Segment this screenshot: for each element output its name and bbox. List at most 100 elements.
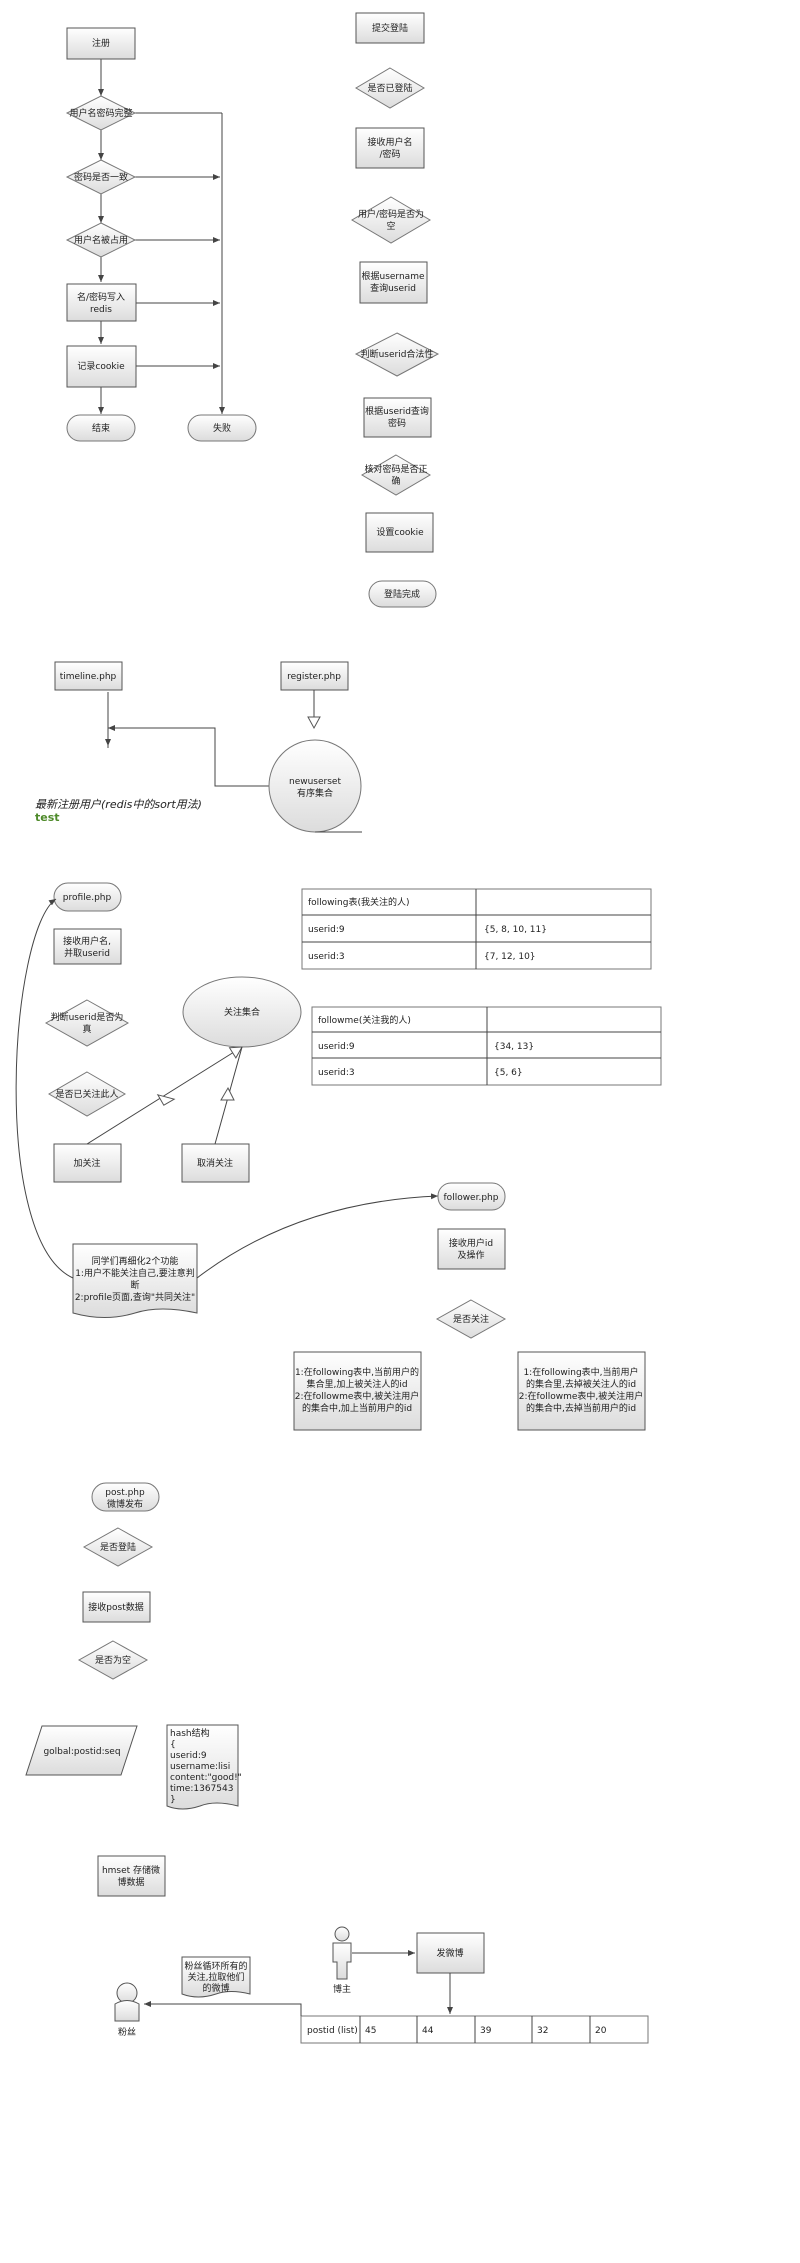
blogger-actor-icon	[332, 1926, 352, 1980]
receive-credentials-label-1: 接收用户名	[367, 136, 412, 148]
followme-row-1-key: userid:9	[318, 1042, 355, 1052]
query-password-label-2: 密码	[388, 417, 406, 429]
followme-row-2-key: userid:3	[318, 1068, 355, 1078]
check-credentials-label: 用户名密码完整	[69, 107, 132, 119]
query-userid-label-1: 根据username	[362, 270, 425, 282]
followme-row-2-val: {5, 6}	[494, 1068, 523, 1078]
postid-value-2: 44	[422, 2026, 434, 2036]
check-username-label: 用户名被占用	[74, 234, 128, 246]
timeline-php-label: timeline.php	[60, 672, 117, 682]
hash-line-2: {	[170, 1740, 176, 1750]
register-php-label: register.php	[287, 672, 341, 682]
follower-section: follower.php 接收用户id 及操作 是否关注 1:在followin…	[293, 1182, 646, 1431]
fan-note-line-2: 关注,拉取他们	[188, 1971, 245, 1983]
push-section: 博主 发微博 postid (list) 45 44 39 32 20 粉丝 粉…	[114, 1926, 649, 2044]
add-follow-label: 加关注	[73, 1157, 100, 1169]
record-cookie-label: 记录cookie	[77, 361, 125, 372]
followme-table: followme(关注我的人) userid:9 {34, 13} userid…	[311, 1006, 662, 1086]
receive-userid-box	[437, 1228, 506, 1270]
follow-action-line-4: 的集合中,加上当前用户的id	[302, 1402, 412, 1414]
end-label: 结束	[92, 422, 110, 434]
record-cookie-box	[66, 345, 137, 388]
hmset-box	[97, 1855, 166, 1897]
post-logged-in-label: 是否登陆	[100, 1541, 136, 1553]
logged-in-diamond	[355, 67, 425, 109]
profile-note-line-4: 2:profile页面,查询"共同关注"	[75, 1291, 195, 1303]
register-start-label: 注册	[92, 37, 110, 49]
set-cookie-label: 设置cookie	[376, 527, 424, 538]
credentials-empty-label-1: 用户/密码是否为	[358, 208, 424, 220]
blogger-label: 博主	[333, 1983, 351, 1995]
postid-value-3: 39	[480, 2026, 492, 2036]
publish-label: 发微博	[436, 1947, 463, 1959]
receive-post-label: 接收post数据	[88, 1601, 143, 1613]
end-terminator	[66, 414, 136, 442]
already-following-diamond	[48, 1071, 126, 1117]
follower-php-terminator	[437, 1182, 506, 1211]
receive-userid-label-1: 接收用户id	[449, 1237, 493, 1249]
follower-php-label: follower.php	[444, 1193, 499, 1203]
fan-note-line-3: 的微博	[202, 1982, 229, 1994]
verify-password-label-1: 核对密码是否正	[364, 463, 427, 475]
check-credentials-diamond	[65, 95, 137, 131]
register-start-box	[66, 27, 136, 60]
profile-php-terminator	[53, 882, 122, 912]
hash-note-shape	[166, 1724, 239, 1810]
timeline-php-box	[54, 661, 123, 691]
fail-terminator	[187, 414, 257, 442]
post-logged-in-diamond	[82, 1527, 154, 1567]
verify-password-diamond	[361, 454, 431, 496]
follow-action-box	[293, 1351, 422, 1431]
newuser-section: timeline.php register.php newuserset 有序集…	[35, 661, 362, 833]
post-php-label-1: post.php	[105, 1488, 145, 1498]
query-userid-label-2: 查询userid	[370, 282, 416, 294]
unfollow-action-line-3: 2:在followme表中,被关注用户	[519, 1390, 643, 1402]
set-cookie-box	[365, 512, 434, 553]
fan-note-line-1: 粉丝循环所有的	[184, 1960, 247, 1972]
hash-line-4: username:lisi	[170, 1762, 230, 1772]
check-password-diamond	[65, 159, 137, 195]
cancel-follow-box	[181, 1143, 250, 1183]
write-redis-box	[66, 283, 137, 322]
following-row-1-key: userid:9	[308, 925, 345, 935]
receive-username-label-1: 接收用户名,	[63, 935, 111, 947]
check-password-label: 密码是否一致	[74, 171, 128, 183]
following-row-2-key: userid:3	[308, 952, 345, 962]
submit-login-box	[355, 12, 425, 44]
test-label: test	[35, 811, 60, 824]
followme-header: followme(关注我的人)	[318, 1014, 411, 1026]
unfollow-action-box	[517, 1351, 646, 1431]
postid-seq-parallelogram	[25, 1725, 138, 1776]
following-header: following表(我关注的人)	[308, 896, 409, 908]
receive-credentials-box	[355, 127, 425, 169]
credentials-empty-diamond	[351, 196, 431, 244]
postid-value-1: 45	[365, 2026, 376, 2036]
profile-note-line-2: 1:用户不能关注自己,要注意判	[75, 1267, 195, 1279]
hash-line-6: time:1367543	[170, 1784, 233, 1794]
publish-box	[416, 1932, 485, 1974]
fan-label: 粉丝	[118, 2026, 136, 2038]
receive-userid-label-2: 及操作	[457, 1249, 484, 1261]
profile-php-label: profile.php	[63, 893, 112, 903]
login-done-terminator	[368, 580, 437, 608]
unfollow-action-line-2: 的集合里,去掉被关注人的id	[526, 1378, 636, 1390]
credentials-empty-label-2: 空	[386, 220, 395, 232]
fail-label: 失败	[213, 422, 231, 434]
query-password-label-1: 根据userid查询	[365, 405, 429, 417]
already-following-label: 是否已关注此人	[55, 1088, 118, 1100]
profile-note-line-3: 断	[130, 1279, 139, 1291]
following-row-2-val: {7, 12, 10}	[484, 952, 536, 962]
hash-line-1: hash结构	[170, 1727, 210, 1739]
write-redis-label-1: 名/密码写入	[77, 291, 125, 303]
is-following-label: 是否关注	[453, 1313, 489, 1325]
post-section: post.php 微博发布 是否登陆 接收post数据 是否为空 golbal:…	[25, 1482, 242, 1897]
newuser-note: 最新注册用户(redis中的sort用法)	[35, 798, 202, 811]
check-username-diamond	[65, 222, 137, 258]
profile-note-shape	[72, 1243, 198, 1318]
receive-username-box	[53, 928, 122, 965]
follow-action-line-3: 2:在followme表中,被关注用户	[295, 1390, 419, 1402]
followme-row-1-val: {34, 13}	[494, 1042, 534, 1052]
write-redis-label-2: redis	[90, 305, 112, 315]
newuserset-label-2: 有序集合	[297, 787, 333, 799]
